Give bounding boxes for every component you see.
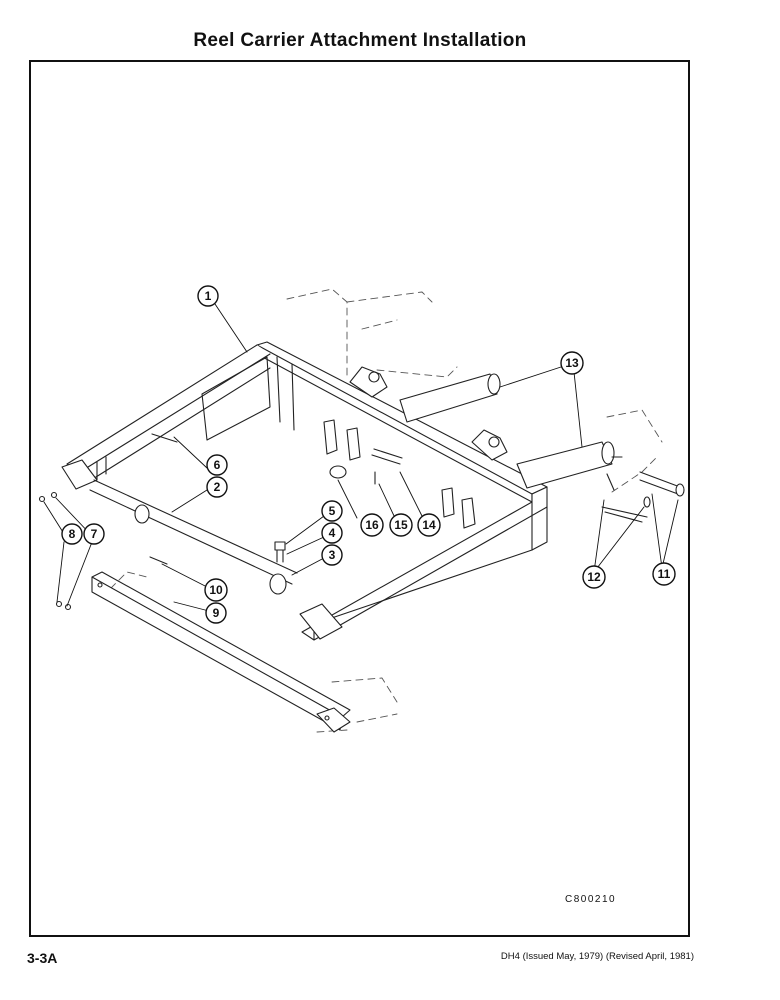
svg-text:13: 13 bbox=[565, 356, 579, 370]
svg-text:15: 15 bbox=[394, 518, 408, 532]
callout-6: 6 bbox=[206, 454, 228, 476]
callout-12: 12 bbox=[582, 565, 606, 589]
svg-text:5: 5 bbox=[329, 504, 336, 518]
callout-8: 8 bbox=[61, 523, 83, 545]
callout-10: 10 bbox=[204, 578, 228, 602]
callout-7: 7 bbox=[83, 523, 105, 545]
svg-text:2: 2 bbox=[214, 480, 221, 494]
callout-9: 9 bbox=[205, 602, 227, 624]
svg-text:7: 7 bbox=[91, 527, 98, 541]
reel-carrier-diagram: 1 6 2 5 4 3 16 15 14 13 8 7 10 9 12 11 bbox=[38, 285, 685, 733]
svg-text:6: 6 bbox=[214, 458, 221, 472]
svg-text:16: 16 bbox=[365, 518, 379, 532]
svg-text:10: 10 bbox=[209, 583, 223, 597]
figure-frame: 1 6 2 5 4 3 16 15 14 13 8 7 10 9 12 11 C… bbox=[29, 60, 690, 937]
callout-4: 4 bbox=[321, 522, 343, 544]
svg-text:8: 8 bbox=[69, 527, 76, 541]
callout-5: 5 bbox=[321, 500, 343, 522]
callout-11: 11 bbox=[652, 562, 676, 586]
svg-text:9: 9 bbox=[213, 606, 220, 620]
svg-text:3: 3 bbox=[329, 548, 336, 562]
callout-15: 15 bbox=[389, 513, 413, 537]
callout-16: 16 bbox=[360, 513, 384, 537]
svg-text:1: 1 bbox=[205, 289, 212, 303]
callout-3: 3 bbox=[321, 544, 343, 566]
page-title: Reel Carrier Attachment Installation bbox=[193, 30, 527, 51]
page-number: 3-3A bbox=[27, 950, 58, 966]
svg-text:4: 4 bbox=[329, 526, 336, 540]
callout-2: 2 bbox=[206, 476, 228, 498]
svg-text:14: 14 bbox=[422, 518, 436, 532]
callout-13: 13 bbox=[560, 351, 584, 375]
footer-revision: DH4 (Issued May, 1979) (Revised April, 1… bbox=[500, 951, 694, 962]
callout-14: 14 bbox=[417, 513, 441, 537]
figure-code: C800210 bbox=[565, 894, 617, 905]
svg-text:11: 11 bbox=[658, 567, 671, 581]
callout-1: 1 bbox=[197, 285, 219, 307]
svg-text:12: 12 bbox=[587, 570, 601, 584]
